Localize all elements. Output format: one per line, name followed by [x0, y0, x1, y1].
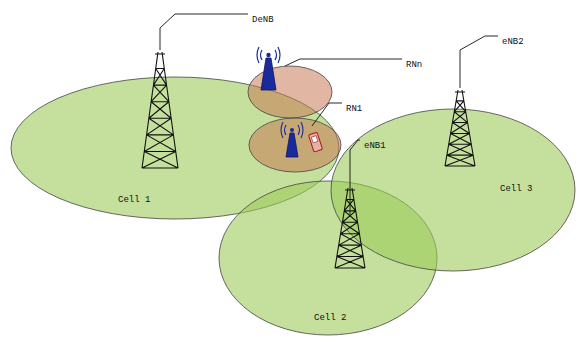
callout-label: eNB1 [364, 141, 386, 151]
cell-coverage: Cell 3 [330, 108, 576, 272]
cell-label: Cell 1 [118, 195, 150, 205]
relay-coverage [248, 66, 332, 118]
relay-coverage [249, 118, 341, 172]
callout-label-wrap: DeNB [252, 8, 274, 26]
cell-ellipse [330, 108, 576, 272]
callout-label: DeNB [252, 15, 274, 25]
mobile-phone [308, 132, 322, 152]
relay-node [261, 58, 276, 90]
cell-label-wrap: Cell 2 [314, 306, 346, 324]
leader-line [160, 14, 248, 50]
cell-label-wrap: Cell 3 [500, 177, 532, 195]
callout-label: eNB2 [502, 37, 524, 47]
cell-label: Cell 3 [500, 184, 532, 194]
callout-label-wrap: eNB2 [502, 30, 524, 48]
cell-label-wrap: Cell 1 [118, 188, 150, 206]
signal-waves [257, 47, 280, 63]
callout-label-wrap: RNn [406, 53, 422, 71]
base-station-tower [445, 90, 475, 166]
leader-line [350, 140, 360, 215]
callout-label-wrap: eNB1 [364, 134, 386, 152]
leader-line [460, 36, 498, 88]
callout-label-wrap: RN1 [346, 97, 362, 115]
leader-line [312, 103, 342, 126]
cell-label: Cell 2 [314, 313, 346, 323]
leader-line [285, 59, 402, 66]
signal-waves [281, 122, 303, 138]
relay-antenna [290, 128, 294, 132]
callout-label: RNn [406, 60, 422, 70]
relay-antenna [266, 53, 270, 57]
base-station-tower [142, 52, 178, 168]
callout-label: RN1 [346, 104, 362, 114]
relay-node [286, 133, 298, 157]
